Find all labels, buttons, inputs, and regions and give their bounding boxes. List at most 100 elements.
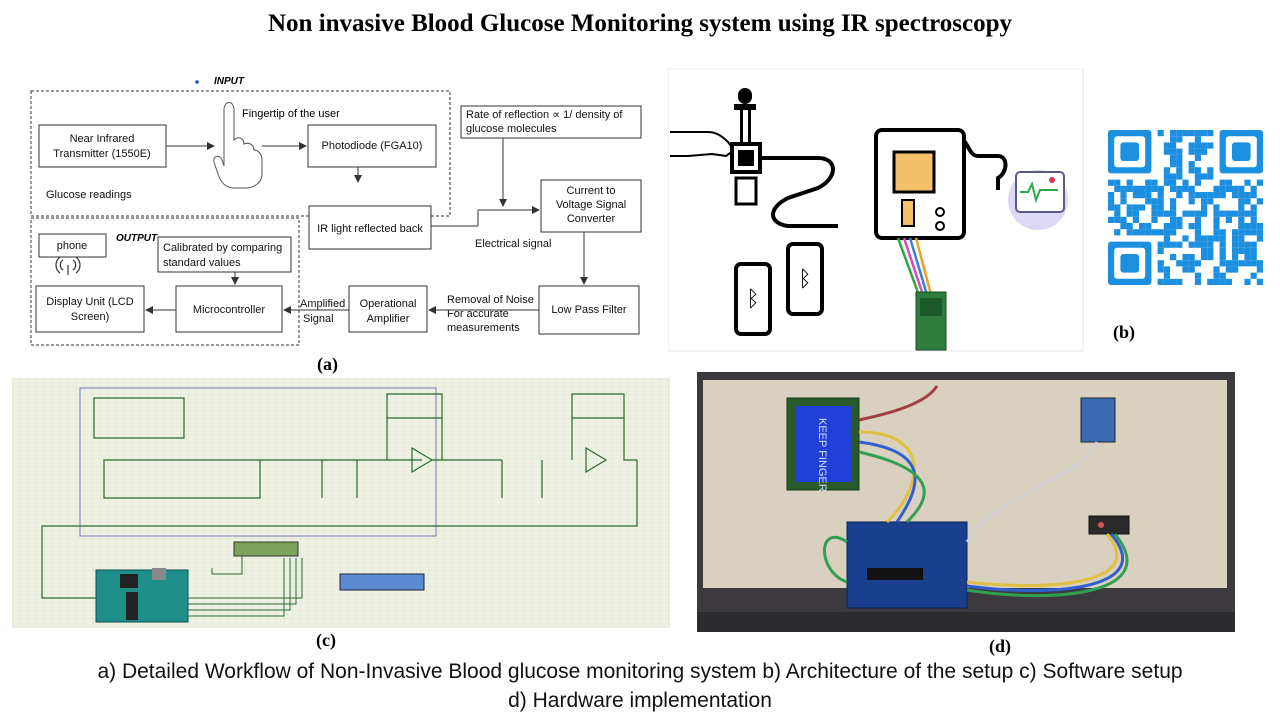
qr-module — [1194, 148, 1201, 155]
qr-module — [1250, 241, 1257, 248]
qr-module — [1126, 179, 1133, 186]
qr-module — [1194, 235, 1201, 242]
qr-module — [1170, 161, 1177, 168]
qr-module — [1188, 254, 1195, 261]
qr-module — [1163, 229, 1170, 236]
qr-module — [1213, 278, 1220, 285]
qr-module — [1170, 210, 1177, 217]
qr-module — [1194, 142, 1201, 149]
qr-module — [1201, 210, 1208, 217]
qr-module — [1157, 204, 1164, 211]
qr-module — [1232, 266, 1239, 273]
qr-module — [1157, 241, 1164, 248]
qr-module — [1163, 173, 1170, 180]
qr-module — [1188, 142, 1195, 149]
qr-module — [1163, 235, 1170, 242]
qr-module — [1176, 260, 1183, 267]
qr-module — [1225, 278, 1232, 285]
jumper-wires — [823, 385, 1129, 598]
qr-module — [1256, 223, 1263, 230]
qr-module — [1139, 223, 1146, 230]
qr-module — [1114, 179, 1121, 186]
qr-module — [1194, 136, 1201, 143]
architecture-diagram: ᛒ ᛒ — [668, 68, 1263, 352]
qr-module — [1213, 235, 1220, 242]
qr-module — [1207, 241, 1214, 248]
qr-module — [1219, 229, 1226, 236]
qr-module — [1151, 179, 1158, 186]
schematic-bus-lines — [188, 556, 303, 617]
qr-module — [1176, 173, 1183, 180]
qr-module — [1213, 216, 1220, 223]
qr-module — [1170, 179, 1177, 186]
qr-module — [1176, 167, 1183, 174]
calibrated-line1: Calibrated by comparing — [163, 242, 282, 254]
qr-module — [1250, 210, 1257, 217]
workflow-diagram: INPUT OUTPUT Fingertip of the user Near … — [30, 76, 642, 346]
panel-a-label: (a) — [317, 354, 338, 374]
qr-module — [1163, 148, 1170, 155]
qr-module — [1151, 198, 1158, 205]
qr-module — [1194, 210, 1201, 217]
qr-module — [1238, 210, 1245, 217]
qr-module — [1238, 229, 1245, 236]
qr-module — [1145, 229, 1152, 236]
qr-module — [1182, 254, 1189, 261]
qr-module — [1163, 210, 1170, 217]
converter-line3: Converter — [567, 213, 616, 225]
qr-module — [1219, 278, 1226, 285]
display-line1: Display Unit (LCD — [46, 296, 133, 308]
qr-module — [1163, 241, 1170, 248]
qr-module — [1170, 204, 1177, 211]
hand-icon — [670, 131, 736, 158]
qr-finder — [1120, 142, 1139, 161]
qr-module — [1126, 229, 1133, 236]
qr-module — [1238, 192, 1245, 199]
qr-module — [1176, 136, 1183, 143]
qr-module — [1194, 154, 1201, 161]
qr-module — [1188, 210, 1195, 217]
qr-module — [1120, 192, 1127, 199]
input-dashed-region — [30, 90, 451, 217]
qr-module — [1207, 198, 1214, 205]
calibrated-box — [157, 236, 292, 273]
qr-module — [1126, 185, 1133, 192]
qr-module — [1244, 241, 1251, 248]
phone-label: phone — [57, 240, 88, 252]
qr-module — [1108, 179, 1115, 186]
qr-module — [1244, 210, 1251, 217]
caption-line1: a) Detailed Workflow of Non-Invasive Blo… — [97, 660, 1183, 683]
qr-module — [1151, 229, 1158, 236]
qr-module — [1188, 167, 1195, 174]
qr-module — [1126, 210, 1133, 217]
qr-module — [1232, 229, 1239, 236]
qr-module — [1219, 260, 1226, 267]
noise-line3: measurements — [447, 322, 520, 334]
qr-module — [1244, 278, 1251, 285]
qr-module — [1170, 173, 1177, 180]
qr-module — [1194, 216, 1201, 223]
qr-module — [1225, 179, 1232, 186]
qr-module — [1194, 179, 1201, 186]
qr-module — [1256, 229, 1263, 236]
qr-module — [1157, 278, 1164, 285]
qr-module — [1238, 241, 1245, 248]
qr-module — [1207, 254, 1214, 261]
qr-module — [1244, 198, 1251, 205]
qr-module — [1244, 223, 1251, 230]
qr-module — [1225, 210, 1232, 217]
qr-module — [1120, 223, 1127, 230]
qr-module — [1163, 223, 1170, 230]
qr-module — [1201, 142, 1208, 149]
opamp-symbols — [411, 446, 608, 474]
qr-module — [1244, 192, 1251, 199]
qr-module — [1170, 278, 1177, 285]
bluetooth-module-icon — [915, 291, 947, 351]
qr-module — [1238, 216, 1245, 223]
qr-module — [1225, 260, 1232, 267]
qr-module — [1250, 204, 1257, 211]
converter-line1: Current to — [567, 185, 616, 197]
qr-module — [1132, 185, 1139, 192]
qr-module — [1213, 185, 1220, 192]
qr-module — [1126, 223, 1133, 230]
